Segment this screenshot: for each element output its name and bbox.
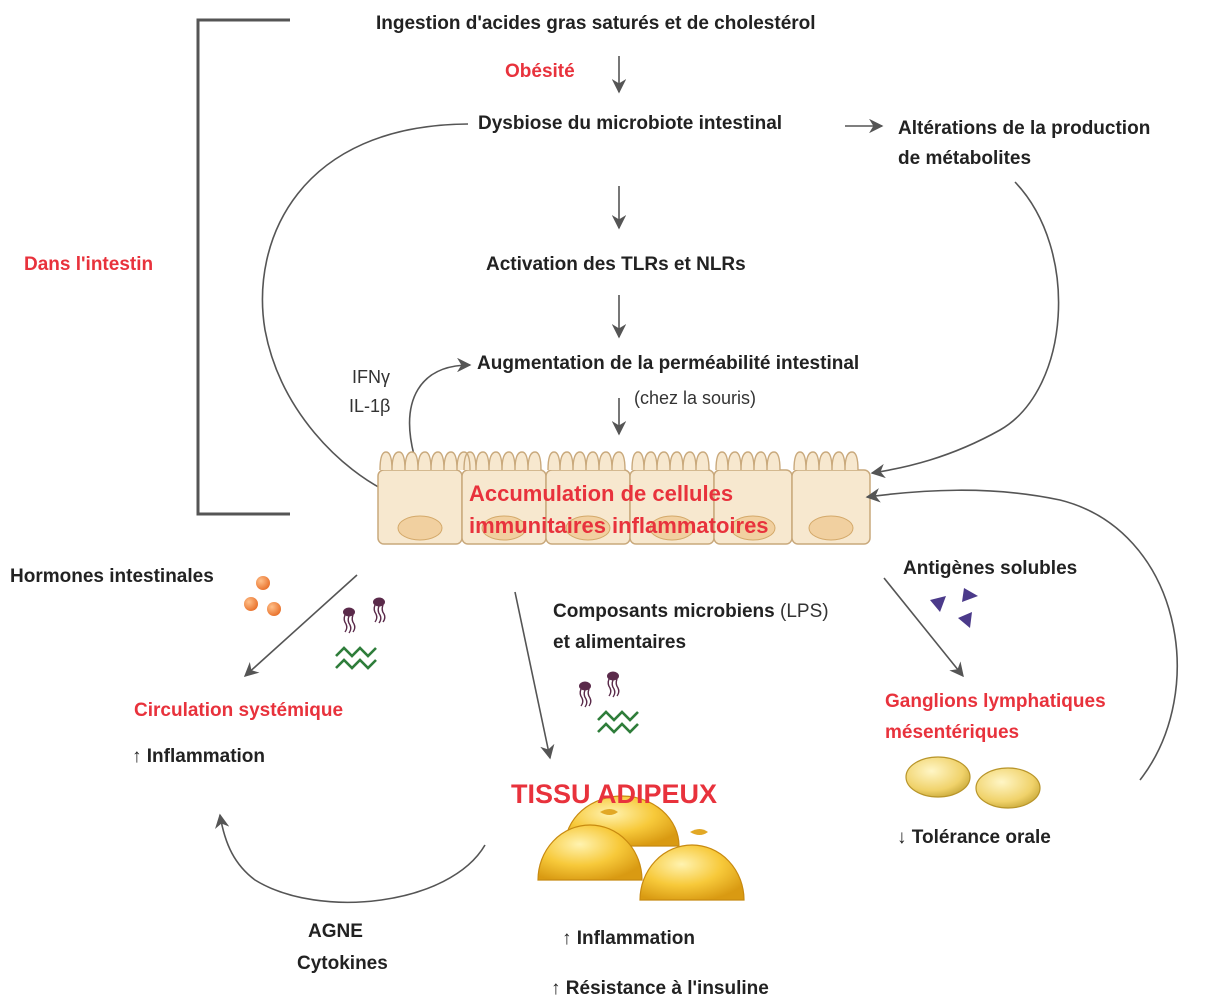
step-activation: Activation des TLRs et NLRs bbox=[486, 254, 746, 275]
tissu-adipeux-label: TISSU ADIPEUX bbox=[511, 779, 718, 809]
composants-lps: (LPS) bbox=[774, 601, 829, 622]
step-dysbiose: Dysbiose du microbiote intestinal bbox=[478, 113, 783, 134]
adipose-resistance: ↑ Résistance à l'insuline bbox=[551, 978, 769, 999]
agne-label: AGNE bbox=[308, 921, 363, 942]
alimentaires-label: et alimentaires bbox=[553, 632, 687, 653]
arrow-dysbiose-intestine-curve bbox=[261, 123, 469, 496]
cytokine-il1b: IL-1β bbox=[349, 396, 391, 416]
cytokines-label: Cytokines bbox=[297, 953, 388, 974]
antigen-triangle-icon bbox=[930, 588, 978, 628]
bacteria-icon bbox=[342, 596, 386, 634]
arrow-adipose-circulation-curve bbox=[215, 813, 486, 904]
tolerance-label: ↓ Tolérance orale bbox=[897, 827, 1051, 848]
arrow-intestine-adipose bbox=[514, 591, 555, 760]
step-ingestion: Ingestion d'acides gras saturés et de ch… bbox=[376, 13, 816, 34]
circulation-label: Circulation systémique bbox=[134, 700, 344, 721]
step-alterations-2: de métabolites bbox=[898, 148, 1032, 169]
hormones-label: Hormones intestinales bbox=[10, 566, 214, 587]
cells-label-1: Accumulation de cellules bbox=[469, 481, 734, 506]
ganglions-label-1: Ganglions lymphatiques bbox=[885, 691, 1106, 712]
ganglions-label-2: mésentériques bbox=[885, 722, 1020, 743]
hormone-dot-icon bbox=[244, 576, 281, 616]
intestine-bracket bbox=[196, 18, 290, 516]
antigenes-label: Antigènes solubles bbox=[903, 558, 1078, 579]
arrow-intestine-circulation bbox=[243, 574, 358, 677]
arrow-ganglions-intestine-curve bbox=[865, 488, 1178, 781]
arrow-alterations-intestine-curve bbox=[870, 181, 1060, 479]
adipocyte-icon bbox=[537, 795, 745, 901]
zigzag-molecule-icon bbox=[596, 710, 640, 734]
step-permeabilite: Augmentation de la perméabilité intestin… bbox=[477, 353, 860, 374]
cytokine-ifng: IFNγ bbox=[352, 367, 390, 387]
step-alterations-1: Altérations de la production bbox=[898, 118, 1151, 139]
composants-label: Composants microbiens (LPS) bbox=[553, 601, 829, 623]
lymph-node-icon bbox=[905, 756, 1041, 809]
bacteria-icon bbox=[578, 670, 620, 708]
intestinal-epithelium bbox=[377, 451, 871, 545]
step-souris: (chez la souris) bbox=[634, 388, 757, 408]
cells-label-2: immunitaires inflammatoires bbox=[469, 513, 769, 538]
arrow-cytokines-permeabilite-curve bbox=[408, 357, 472, 456]
step-obesite: Obésité bbox=[505, 61, 575, 82]
adipose-inflammation: ↑ Inflammation bbox=[562, 928, 696, 949]
zigzag-molecule-icon bbox=[334, 646, 378, 670]
section-intestin-label: Dans l'intestin bbox=[24, 254, 154, 275]
circulation-inflammation: ↑ Inflammation bbox=[132, 746, 266, 767]
composants-bold: Composants microbiens bbox=[553, 601, 775, 622]
arrow-intestine-ganglions bbox=[883, 577, 964, 678]
